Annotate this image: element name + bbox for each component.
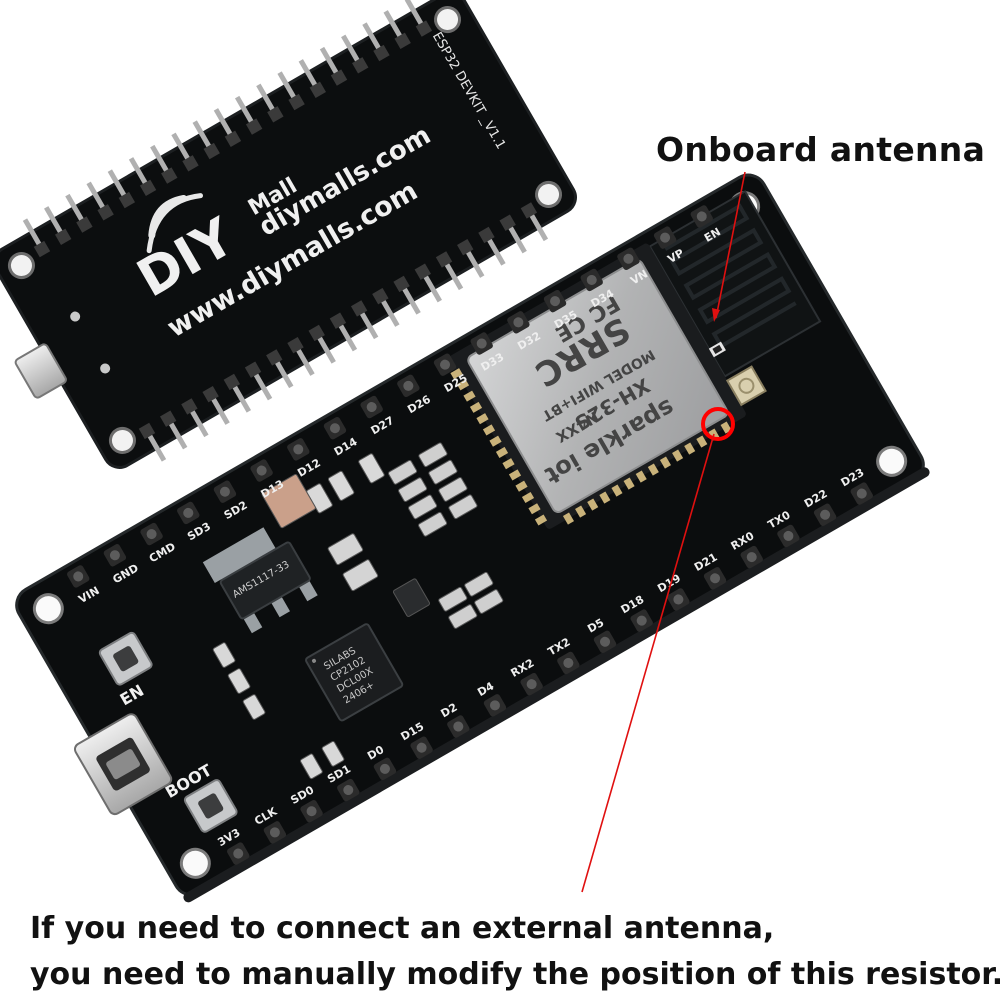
header-pin — [245, 118, 263, 135]
header-pin — [393, 275, 410, 293]
header-pin — [415, 20, 433, 37]
header-pin — [182, 155, 199, 172]
header-pin — [76, 216, 93, 233]
header-pin — [203, 142, 220, 160]
header-pin — [202, 385, 219, 403]
resistor-caption: If you need to connect an external anten… — [30, 906, 1000, 998]
header-pin — [181, 398, 198, 415]
header-pin — [244, 361, 262, 378]
header-pin — [499, 214, 516, 231]
header-pin — [373, 44, 390, 62]
header-pin — [138, 422, 156, 440]
header-pin — [267, 106, 284, 123]
header-pin — [414, 263, 431, 280]
header-pin — [161, 167, 178, 184]
back-board: DIY Mall diymalls.com www.diymalls.com E… — [0, 0, 577, 469]
antenna-callout-label: Onboard antenna — [656, 130, 986, 169]
usb-uart-chip: SILABS CP2102 DCL00X 2406+ — [305, 623, 404, 722]
header-pin — [372, 287, 389, 305]
header-pin — [223, 373, 241, 391]
en-button: EN — [98, 631, 153, 709]
header-pin — [520, 202, 538, 219]
header-pin — [352, 57, 369, 74]
header-pin — [159, 410, 177, 427]
header-pin — [329, 312, 347, 329]
header-pin — [118, 191, 136, 209]
header-pin — [33, 240, 51, 258]
header-pin — [54, 228, 72, 246]
header-pin — [330, 69, 348, 86]
header-pin — [435, 251, 453, 268]
voltage-regulator: AMS1117-33 — [202, 527, 318, 634]
front-board: FC CE SRRC WIFI+BT MODEL N4XX XH-32S spa… — [15, 173, 930, 903]
antenna-pointer — [712, 171, 746, 322]
resistor-highlight-ring — [701, 407, 735, 441]
micro-usb-port — [73, 713, 173, 816]
header-pin — [288, 93, 305, 111]
header-pin — [224, 130, 242, 148]
header-pin — [478, 226, 495, 244]
header-pin — [350, 300, 368, 317]
header-pin — [266, 349, 283, 366]
header-pin — [394, 32, 411, 50]
caption-line-1: If you need to connect an external anten… — [30, 911, 775, 946]
header-pin — [97, 204, 114, 221]
header-pin — [308, 324, 325, 342]
resistor-pointer — [581, 433, 715, 893]
header-pin — [139, 179, 157, 197]
header-pin — [287, 336, 304, 354]
header-pin — [309, 81, 326, 99]
caption-line-2: you need to manually modify the position… — [30, 957, 1000, 992]
header-pin — [457, 238, 474, 256]
